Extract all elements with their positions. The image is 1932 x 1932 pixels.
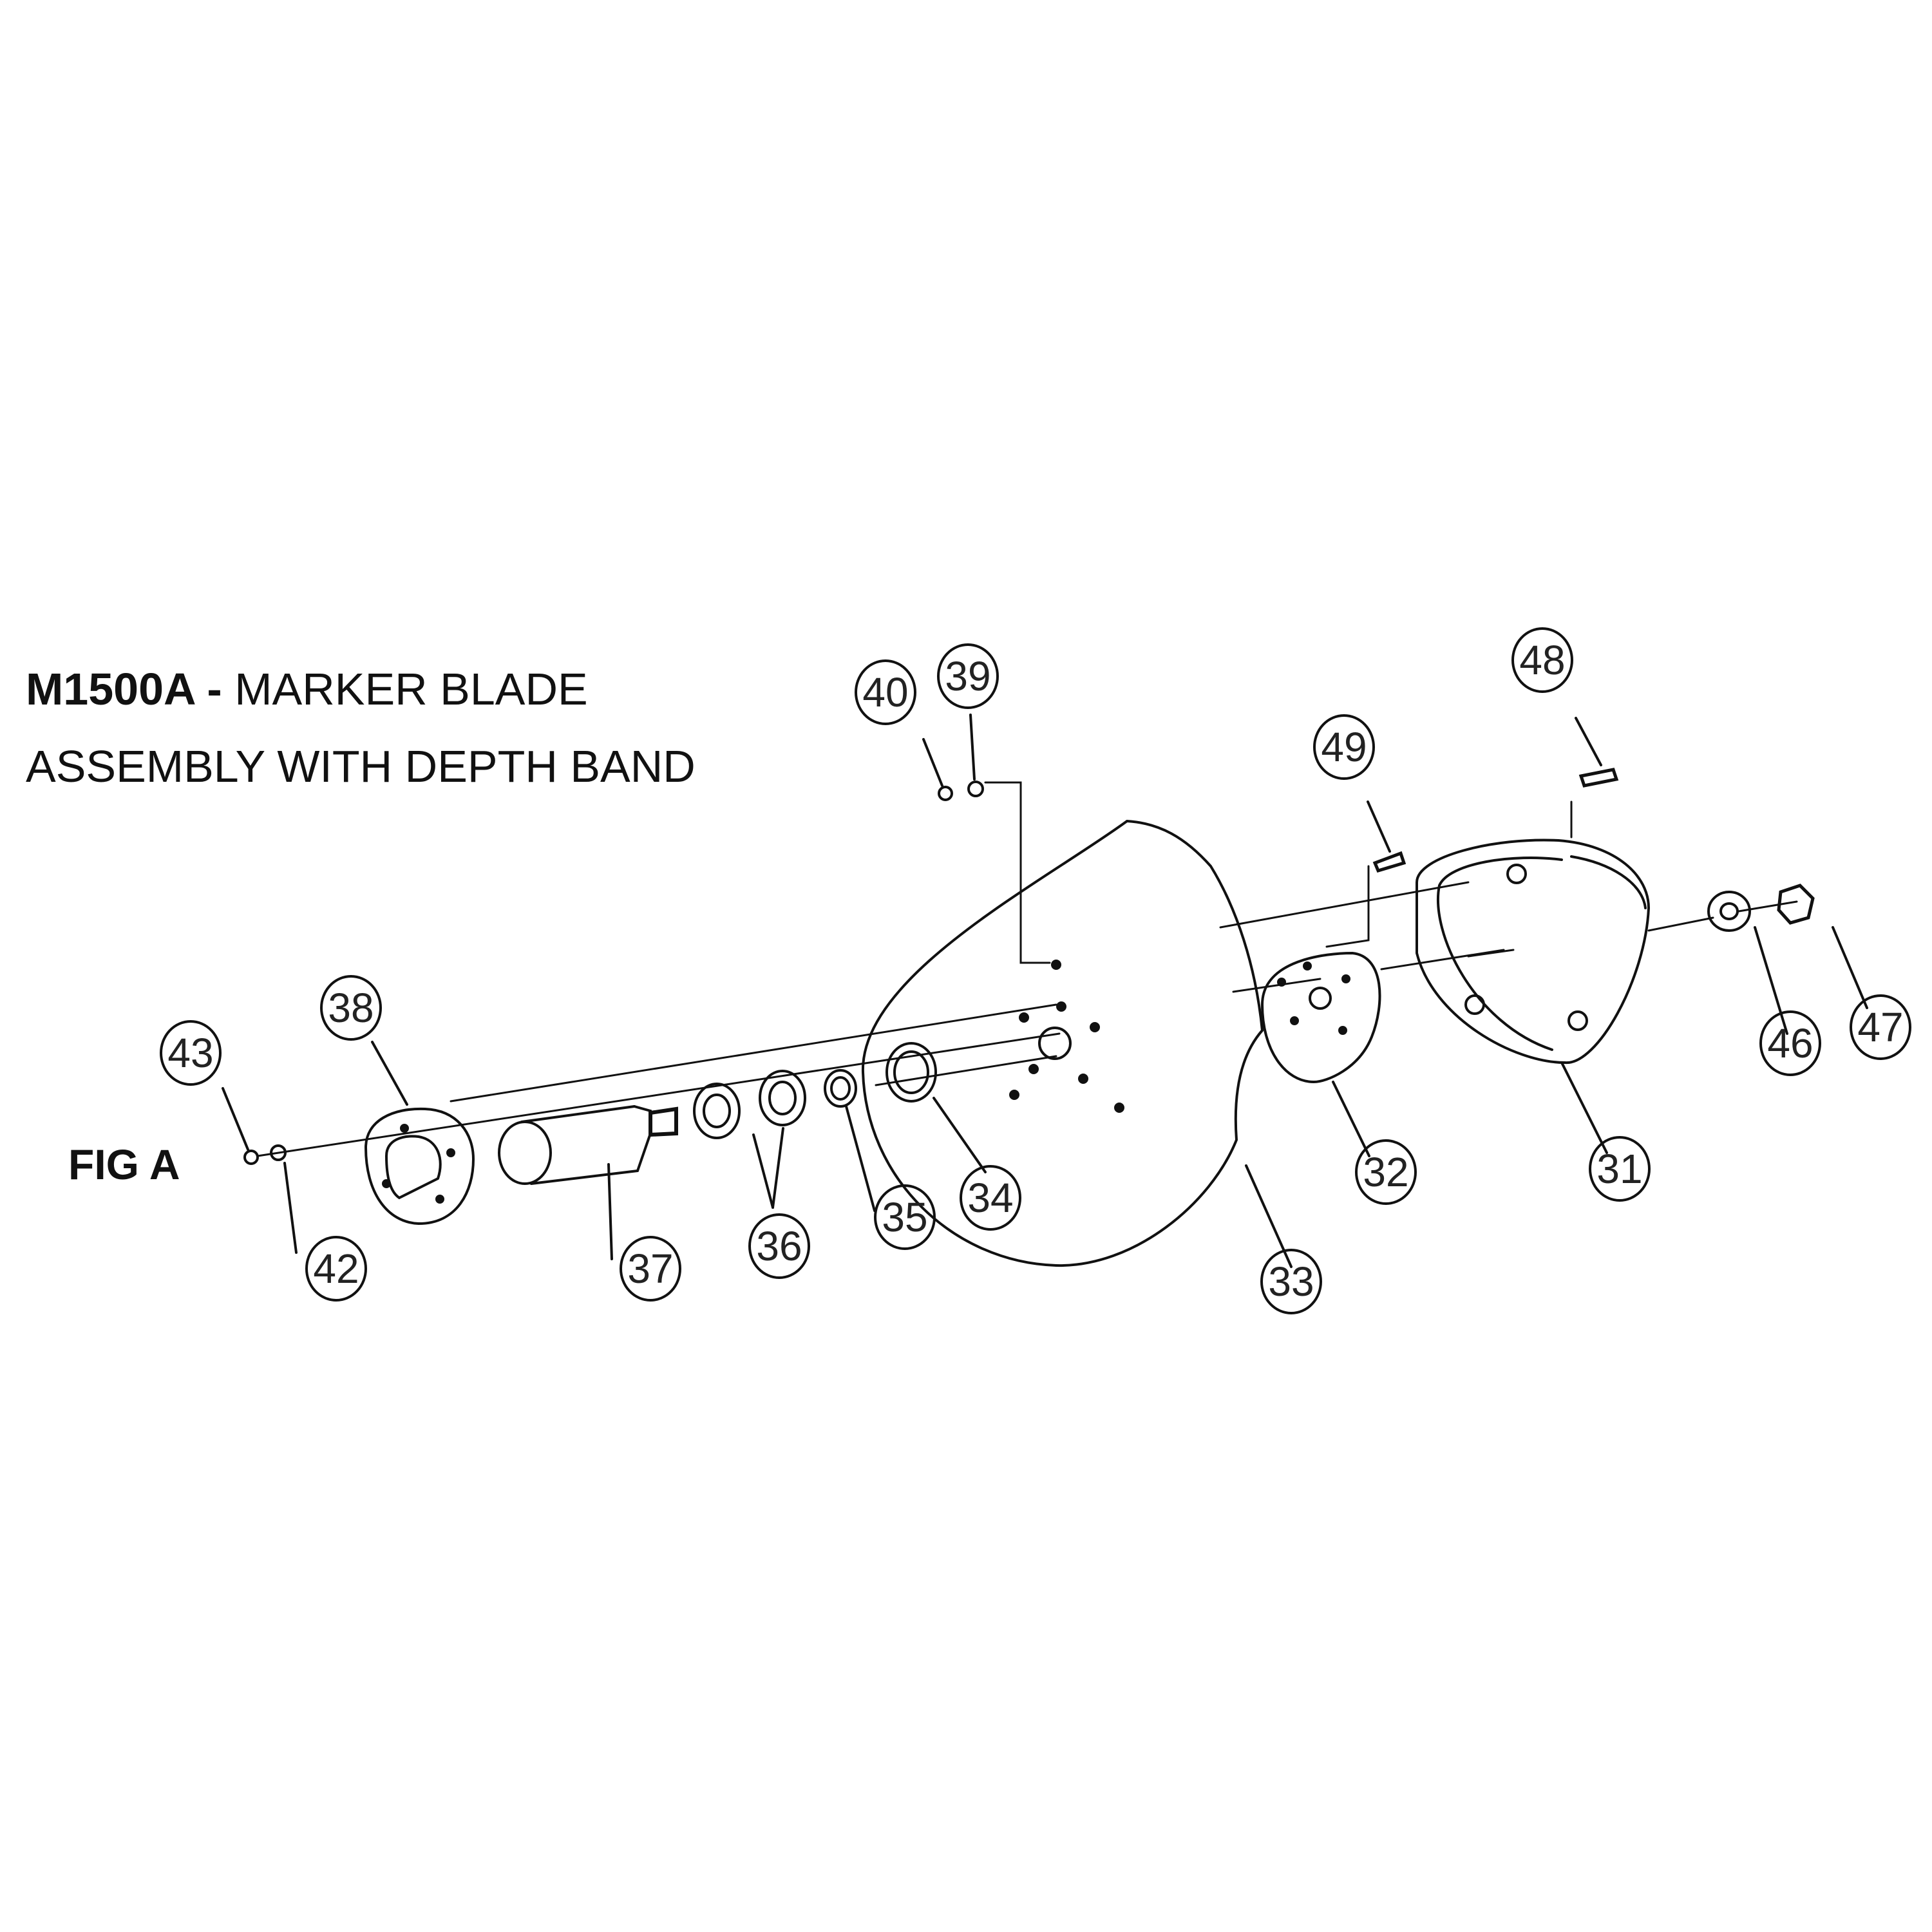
bearings <box>693 1070 806 1139</box>
callout-38: 38 <box>320 975 382 1041</box>
spindle <box>498 1105 678 1185</box>
svg-text:33: 33 <box>1268 1258 1314 1305</box>
svg-text:47: 47 <box>1857 1004 1903 1050</box>
callout-36: 36 <box>748 1213 810 1279</box>
seal <box>824 1069 857 1108</box>
callout-46: 46 <box>1759 1010 1821 1076</box>
axis-lines <box>256 781 1798 1157</box>
callout-43: 43 <box>160 1020 222 1086</box>
title-text-1: MARKER BLADE <box>234 664 588 714</box>
svg-text:39: 39 <box>945 653 990 699</box>
depth-band <box>1416 838 1651 1065</box>
svg-text:42: 42 <box>313 1245 359 1292</box>
diagram-title: M1500A - MARKER BLADE ASSEMBLY WITH DEPT… <box>26 650 696 805</box>
svg-text:36: 36 <box>756 1223 802 1269</box>
hub-flange <box>364 1107 475 1226</box>
callout-39: 39 <box>937 643 999 709</box>
svg-text:43: 43 <box>167 1030 213 1076</box>
svg-text:32: 32 <box>1363 1149 1408 1195</box>
hub-plate <box>1260 951 1381 1084</box>
svg-text:38: 38 <box>328 985 374 1031</box>
svg-text:34: 34 <box>967 1175 1013 1221</box>
model-number: M1500A - <box>26 664 222 714</box>
callout-33: 33 <box>1260 1249 1322 1314</box>
cup <box>886 1042 937 1103</box>
svg-text:49: 49 <box>1321 724 1367 770</box>
callout-47: 47 <box>1850 994 1911 1060</box>
svg-text:40: 40 <box>862 669 908 715</box>
callout-48: 48 <box>1511 627 1573 693</box>
callout-32: 32 <box>1355 1139 1417 1205</box>
callout-35: 35 <box>874 1184 936 1250</box>
title-line-2: ASSEMBLY WITH DEPTH BAND <box>26 741 696 791</box>
callout-31: 31 <box>1589 1136 1651 1202</box>
svg-text:48: 48 <box>1519 637 1565 683</box>
callout-49: 49 <box>1313 714 1375 780</box>
svg-text:37: 37 <box>627 1245 673 1292</box>
leader-arrows <box>222 714 1868 1268</box>
marker-blade-disc <box>861 819 1264 1267</box>
figure-label: FIG A <box>68 1141 180 1188</box>
hardware <box>243 768 1815 1165</box>
callout-34: 34 <box>960 1165 1021 1231</box>
svg-text:46: 46 <box>1767 1020 1813 1066</box>
callout-42: 42 <box>305 1236 367 1302</box>
svg-text:31: 31 <box>1596 1146 1642 1192</box>
callout-40: 40 <box>855 659 916 725</box>
callout-37: 37 <box>620 1236 681 1302</box>
svg-text:35: 35 <box>882 1194 927 1240</box>
title-line-1: M1500A - MARKER BLADE <box>26 650 696 728</box>
